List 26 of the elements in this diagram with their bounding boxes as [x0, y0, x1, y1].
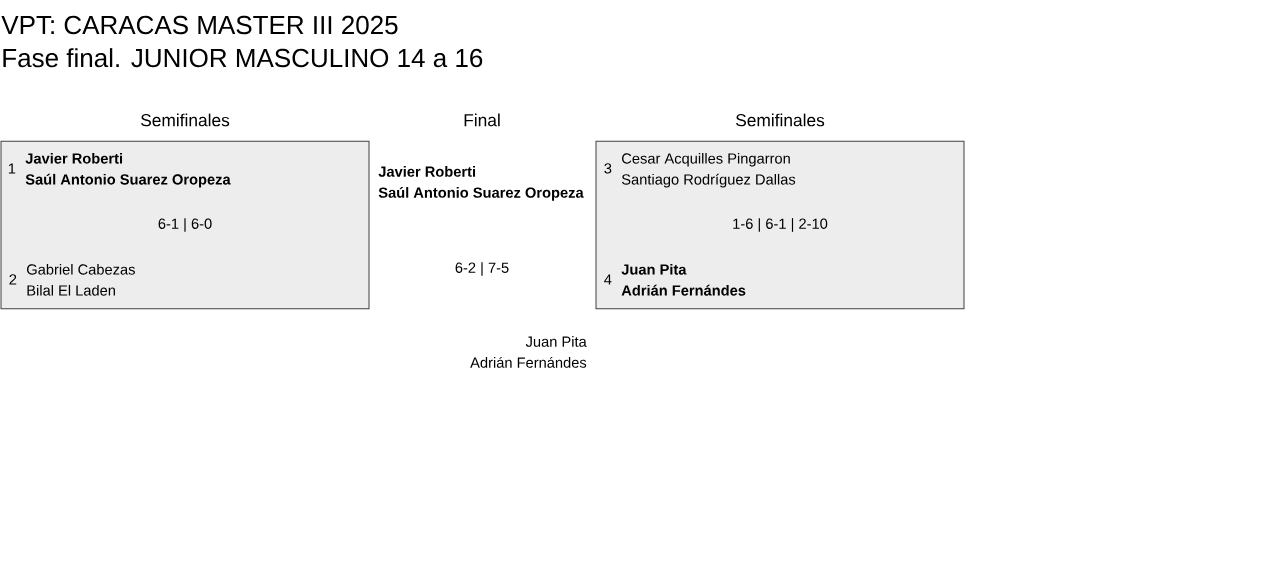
- seed-number: 2: [9, 274, 17, 285]
- player-name: Adrián Fernándes: [621, 284, 746, 296]
- player-name: Cesar Acquilles Pingarron: [622, 152, 790, 167]
- seed-number: 3: [604, 163, 612, 174]
- column-heading: Semifinales: [736, 113, 825, 127]
- player-name: Juan Pita: [621, 263, 687, 275]
- player-name: Saúl Antonio Suarez Oropeza: [25, 173, 231, 188]
- column-heading: Final: [464, 113, 500, 127]
- column-heading: Semifinales: [141, 113, 230, 127]
- match-box: [0, 140, 370, 310]
- player-name: Juan Pita: [525, 336, 587, 347]
- player-name: Gabriel Cabezas: [27, 263, 135, 275]
- player-name: Bilal El Laden: [27, 284, 115, 296]
- match-box: [595, 140, 965, 310]
- player-name: Saúl Antonio Suarez Oropeza: [378, 186, 584, 201]
- player-name: Javier Roberti: [25, 152, 122, 164]
- score-text: 6-1 | 6-0: [158, 218, 212, 232]
- seed-number: 1: [8, 163, 16, 174]
- seed-number: 4: [604, 274, 612, 285]
- player-name: Javier Roberti: [378, 166, 476, 177]
- score-text: 1-6 | 6-1 | 2-10: [733, 218, 828, 232]
- heading: Fase final. JUNIOR MASCULINO 14 a 16: [3, 48, 483, 68]
- player-name: Santiago Rodríguez Dallas: [621, 173, 796, 188]
- heading: VPT: CARACAS MASTER III 2025: [1, 15, 398, 35]
- player-name: Adrián Fernándes: [470, 356, 587, 368]
- score-text: 6-2 | 7-5: [455, 262, 509, 276]
